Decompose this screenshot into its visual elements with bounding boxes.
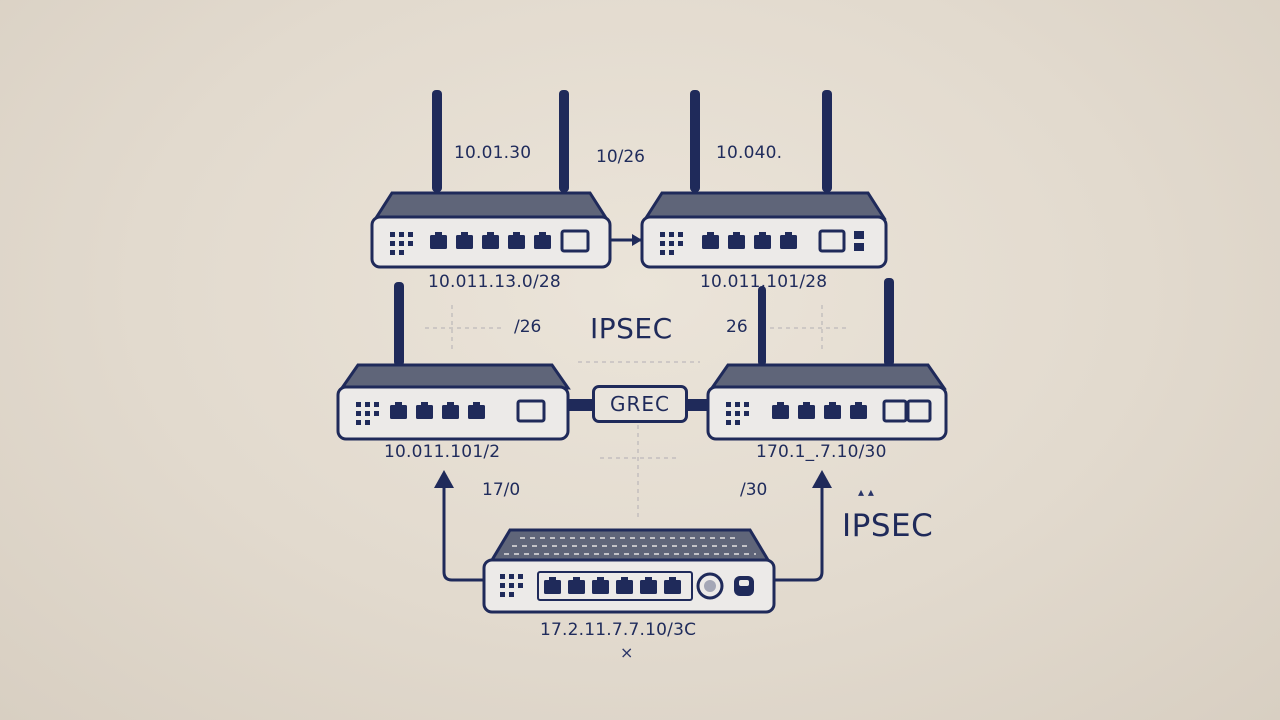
antenna-icon — [394, 282, 404, 366]
ipsec-side-label: IPSEC — [842, 508, 934, 544]
router-mid-left — [336, 282, 571, 441]
router-mid-right-subnet-label: 170.1_.7.10/30 — [756, 442, 887, 462]
guide-lines — [425, 305, 850, 520]
lower-right-mask-label: /30 — [740, 480, 768, 500]
arrow-up-icon — [434, 470, 454, 488]
uplink-left — [434, 470, 484, 582]
antenna-icon — [690, 90, 700, 192]
mid-left-mask-label: /26 — [514, 317, 542, 337]
arrow-up-icon — [812, 470, 832, 488]
antenna-icon — [758, 286, 766, 366]
ipsec-decoration-icon: ▴ ▴ — [858, 485, 874, 499]
antenna-icon — [822, 90, 832, 192]
antenna-icon — [432, 90, 442, 192]
router-mid-left-subnet-label: 10.011.101/2 — [384, 442, 501, 462]
close-x-mark: × — [620, 643, 634, 662]
router-top-left — [370, 90, 612, 269]
router-top-left-ip-label: 10.01.30 — [454, 143, 532, 163]
top-link-mask-label: 10/26 — [596, 147, 645, 167]
switch-bottom — [482, 528, 776, 614]
router-top-right-subnet-label: 10.011.101/28 — [700, 272, 828, 292]
antenna-icon — [884, 278, 894, 366]
gre-tunnel-box: GREC — [592, 385, 688, 423]
top-link — [610, 234, 642, 246]
router-top-right — [640, 90, 888, 269]
router-top-left-subnet-label: 10.011.13.0/28 — [428, 272, 561, 292]
lower-left-mask-label: 17/0 — [482, 480, 521, 500]
ipsec-center-label: IPSEC — [590, 312, 673, 345]
uplink-right — [774, 470, 832, 582]
switch-bottom-subnet-label: 17.2.11.7.7.10/3C — [540, 620, 697, 640]
antenna-icon — [559, 90, 569, 192]
router-top-right-ip-label: 10.040. — [716, 143, 783, 163]
mid-right-mask-label: 26 — [726, 317, 748, 337]
router-mid-right — [706, 278, 948, 441]
